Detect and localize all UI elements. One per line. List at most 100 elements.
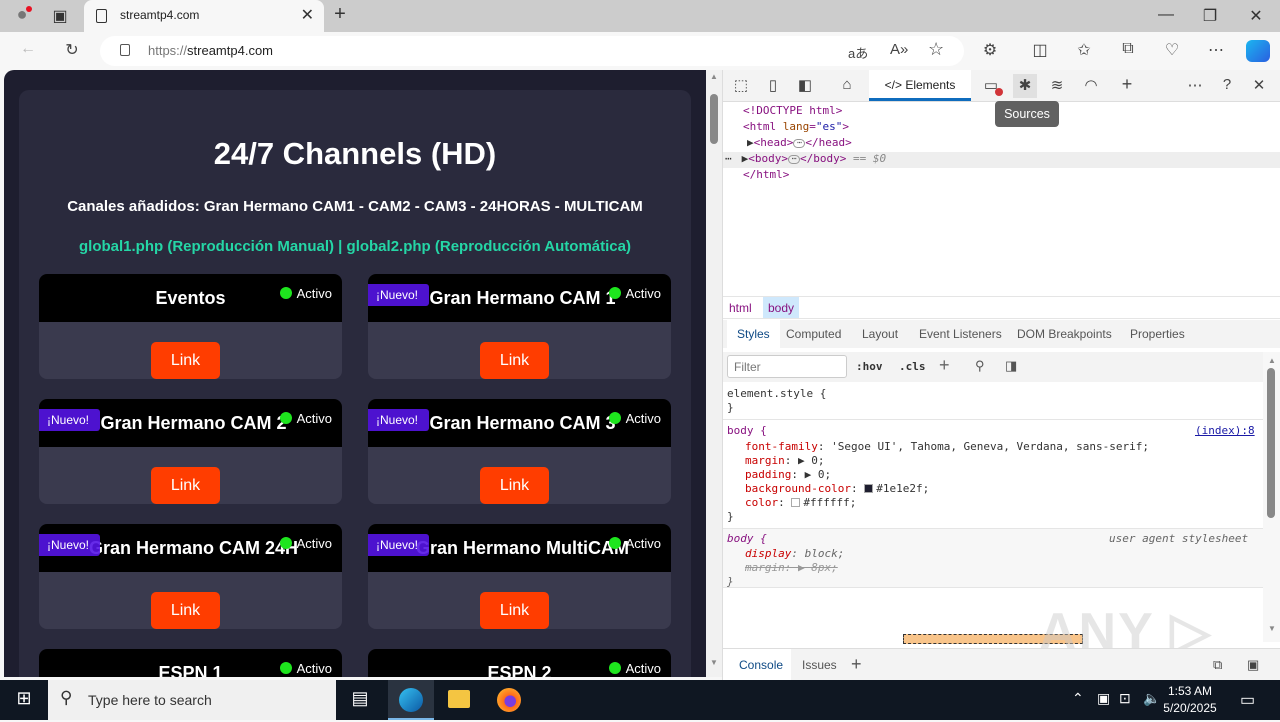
channel-link-button[interactable]: Link bbox=[151, 592, 220, 629]
scroll-down-icon[interactable]: ▼ bbox=[710, 658, 718, 667]
favorite-star-icon[interactable]: ☆ bbox=[928, 39, 945, 59]
color-swatch[interactable] bbox=[791, 498, 801, 507]
close-window-button[interactable]: ✕ bbox=[1249, 8, 1263, 25]
refresh-button[interactable]: ↻ bbox=[65, 42, 79, 59]
page-scrollbar-thumb[interactable] bbox=[710, 94, 718, 144]
split-screen-icon[interactable]: ◫ bbox=[1032, 42, 1048, 59]
tab-styles[interactable]: Styles bbox=[727, 320, 780, 348]
scroll-up-icon[interactable]: ▲ bbox=[1268, 356, 1276, 365]
body-rule-selector[interactable]: body { bbox=[727, 424, 767, 437]
style-property[interactable]: font-family: 'Segoe UI', Tahoma, Geneva,… bbox=[745, 440, 1149, 453]
channel-link-button[interactable]: Link bbox=[151, 342, 220, 379]
help-icon[interactable]: ? bbox=[1222, 76, 1232, 93]
address-bar[interactable]: https://streamtp4.com aあ A» ☆ bbox=[100, 36, 964, 66]
profile-icon[interactable]: ● bbox=[16, 4, 28, 24]
collapsed-ellipsis-icon[interactable]: ⋯ bbox=[788, 154, 800, 164]
notifications-icon[interactable]: ▭ bbox=[1240, 692, 1256, 709]
new-badge: ¡Nuevo! bbox=[368, 284, 429, 306]
sources-tab-bug-icon[interactable]: ✱ bbox=[1013, 74, 1037, 98]
channel-link-button[interactable]: Link bbox=[151, 467, 220, 504]
new-tab-button[interactable]: + bbox=[334, 3, 346, 25]
collections-icon[interactable]: ⧉ bbox=[1122, 40, 1134, 57]
page-scrollbar[interactable]: ▲ ▼ bbox=[706, 70, 722, 677]
scroll-down-icon[interactable]: ▼ bbox=[1268, 624, 1276, 633]
devtools-more-icon[interactable]: ⋯ bbox=[1187, 77, 1203, 94]
tab-layout[interactable]: Layout bbox=[862, 327, 899, 341]
active-dot-icon bbox=[279, 662, 292, 674]
styles-scrollbar-thumb[interactable] bbox=[1267, 368, 1275, 518]
channel-link-button[interactable]: Link bbox=[480, 592, 549, 629]
meet-now-icon[interactable]: ▣ bbox=[1097, 690, 1111, 706]
file-explorer-icon[interactable] bbox=[448, 690, 470, 708]
tab-properties[interactable]: Properties bbox=[1130, 327, 1185, 341]
tab-elements[interactable]: </> Elements bbox=[869, 70, 971, 101]
collapse-drawer-icon[interactable]: ▣ bbox=[1247, 657, 1260, 672]
restore-button[interactable]: ❐ bbox=[1202, 8, 1218, 25]
close-tab-button[interactable]: ✕ bbox=[300, 7, 314, 24]
tab-console[interactable]: Console bbox=[723, 649, 791, 681]
paint-brush-icon[interactable]: ⚲ bbox=[975, 358, 985, 373]
expand-arrow-icon[interactable]: ▶ bbox=[741, 152, 749, 165]
new-style-rule-icon[interactable]: + bbox=[939, 355, 950, 375]
expand-arrow-icon[interactable]: ▶ bbox=[747, 136, 754, 149]
tab-issues[interactable]: Issues bbox=[802, 658, 837, 672]
welcome-home-icon[interactable]: ⌂ bbox=[842, 76, 852, 93]
add-drawer-tab-icon[interactable]: + bbox=[851, 654, 862, 674]
toggle-sidebar-icon[interactable]: ◨ bbox=[1005, 358, 1018, 373]
style-property[interactable]: color: #ffffff; bbox=[745, 496, 857, 509]
volume-icon[interactable]: 🔈 bbox=[1143, 690, 1161, 706]
performance-gauge-icon[interactable]: ◠ bbox=[1084, 77, 1098, 94]
extensions-icon[interactable]: ⚙ bbox=[982, 42, 998, 59]
inspect-element-icon[interactable]: ⬚ bbox=[733, 77, 749, 94]
tab-dom-breakpoints[interactable]: DOM Breakpoints bbox=[1017, 327, 1112, 341]
style-property[interactable]: background-color: #1e1e2f; bbox=[745, 482, 930, 495]
network-wifi-icon[interactable]: ≋ bbox=[1050, 77, 1064, 94]
rule-source-link[interactable]: (index):8 bbox=[1195, 424, 1255, 437]
tab-actions-icon[interactable]: ▣ bbox=[52, 8, 68, 25]
device-emulation-icon[interactable]: ▯ bbox=[768, 77, 778, 94]
collapsed-ellipsis-icon[interactable]: ⋯ bbox=[793, 138, 806, 148]
more-menu-icon[interactable]: ⋯ bbox=[1208, 42, 1224, 59]
lock-icon[interactable] bbox=[120, 44, 130, 56]
scroll-up-icon[interactable]: ▲ bbox=[710, 72, 718, 81]
tab-event-listeners[interactable]: Event Listeners bbox=[919, 327, 1002, 341]
channel-link-button[interactable]: Link bbox=[480, 342, 549, 379]
color-swatch[interactable] bbox=[864, 484, 874, 493]
dom-body-node[interactable]: ⋯▶<body>⋯</body> == $0 bbox=[725, 152, 887, 165]
class-toggle[interactable]: .cls bbox=[899, 360, 926, 373]
favorites-icon[interactable]: ✩ bbox=[1077, 42, 1091, 59]
taskbar-search[interactable]: ⚲ Type here to search bbox=[48, 680, 336, 720]
dom-html-node[interactable]: <html lang="es"> bbox=[743, 120, 849, 133]
translate-icon[interactable]: aあ bbox=[848, 46, 869, 61]
undock-drawer-icon[interactable]: ⧉ bbox=[1213, 657, 1223, 672]
dom-head-node[interactable]: ▶<head>⋯</head> bbox=[747, 136, 852, 149]
edge-taskbar-button[interactable] bbox=[388, 680, 434, 720]
channel-link-button[interactable]: Link bbox=[480, 467, 549, 504]
windows-start-icon[interactable]: ⊞ bbox=[16, 688, 32, 708]
read-aloud-icon[interactable]: A» bbox=[890, 41, 909, 58]
show-hidden-icons-icon[interactable]: ⌃ bbox=[1072, 690, 1084, 706]
task-view-icon[interactable]: ▤ bbox=[351, 688, 369, 708]
copilot-icon[interactable] bbox=[1246, 40, 1270, 62]
tab-computed[interactable]: Computed bbox=[786, 327, 842, 341]
back-button[interactable]: ← bbox=[20, 40, 36, 57]
dock-side-icon[interactable]: ◧ bbox=[797, 77, 813, 94]
firefox-icon[interactable] bbox=[497, 688, 521, 712]
style-property[interactable]: padding: ▶ 0; bbox=[745, 468, 832, 481]
minimize-button[interactable]: — bbox=[1158, 6, 1174, 23]
breadcrumb-body[interactable]: body bbox=[763, 297, 800, 318]
styles-filter-input[interactable]: Filter bbox=[727, 355, 847, 378]
styles-scrollbar[interactable]: ▲ ▼ bbox=[1263, 352, 1280, 642]
close-devtools-icon[interactable]: ✕ bbox=[1252, 77, 1266, 94]
more-tools-plus-icon[interactable]: + bbox=[1121, 74, 1133, 94]
node-actions-icon[interactable]: ⋯ bbox=[725, 152, 732, 165]
browser-essentials-icon[interactable]: ♡ bbox=[1164, 42, 1180, 59]
element-style-rule[interactable]: element.style { bbox=[727, 387, 827, 400]
browser-tab[interactable]: streamtp4.com ✕ bbox=[84, 0, 324, 32]
style-property[interactable]: margin: ▶ 0; bbox=[745, 454, 825, 467]
hover-state-toggle[interactable]: :hov bbox=[856, 360, 883, 373]
network-icon[interactable]: ⊡ bbox=[1119, 690, 1131, 706]
system-clock[interactable]: 1:53 AM 5/20/2025 bbox=[1160, 683, 1220, 717]
console-tab-icon[interactable]: ▭ bbox=[983, 77, 999, 94]
breadcrumb-html[interactable]: html bbox=[729, 301, 752, 315]
